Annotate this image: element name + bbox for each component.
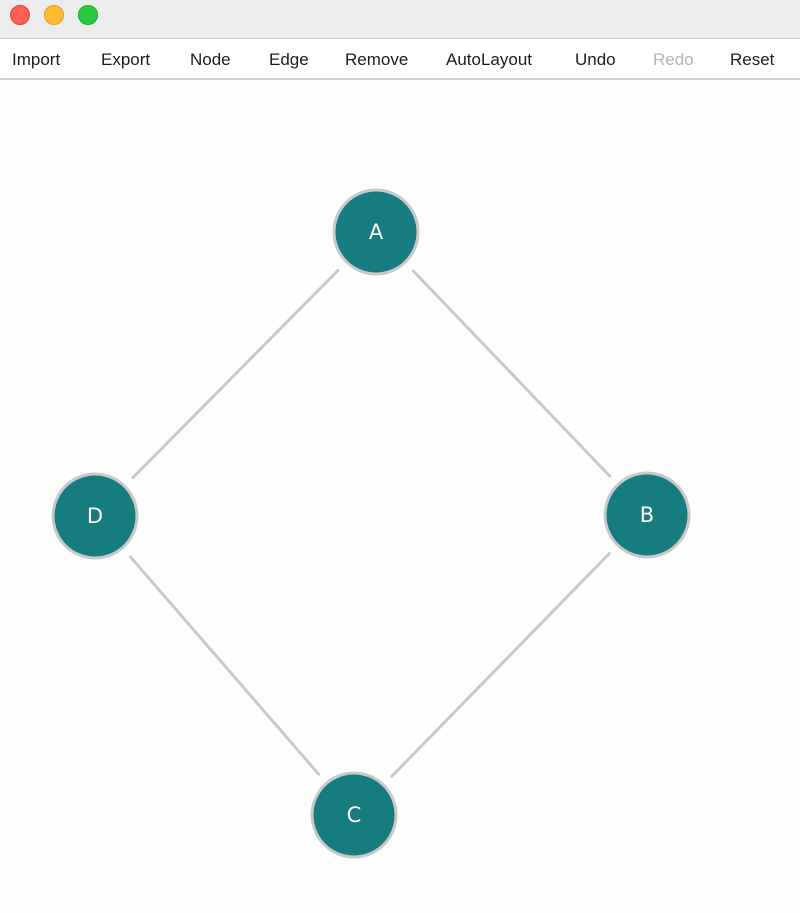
edge-d-a[interactable]	[131, 268, 340, 480]
autolayout-button[interactable]: AutoLayout	[446, 50, 533, 69]
node-label: B	[640, 503, 654, 527]
remove-button[interactable]: Remove	[345, 50, 409, 69]
close-window-button[interactable]	[10, 5, 30, 25]
toolbar: Import Export Node Edge Remove AutoLayou…	[0, 38, 800, 80]
graph-node-b[interactable]: B	[603, 471, 691, 559]
maximize-window-button[interactable]	[78, 5, 98, 25]
graph-canvas[interactable]: A B C D	[0, 80, 800, 913]
nodes-layer: A B C D	[51, 188, 691, 859]
edges-layer	[128, 268, 612, 778]
graph-svg[interactable]: A B C D	[0, 80, 800, 913]
redo-button: Redo	[653, 50, 694, 69]
node-button[interactable]: Node	[190, 50, 231, 69]
node-circle[interactable]	[332, 188, 420, 276]
node-label: A	[369, 220, 384, 244]
edge-a-b[interactable]	[411, 269, 612, 478]
graph-node-c[interactable]: C	[310, 771, 398, 859]
node-label: D	[87, 504, 103, 528]
reset-button[interactable]: Reset	[730, 50, 775, 69]
node-circle[interactable]	[310, 771, 398, 859]
edge-b-c[interactable]	[390, 552, 611, 778]
graph-node-a[interactable]: A	[332, 188, 420, 276]
edge-button[interactable]: Edge	[269, 50, 309, 69]
import-button[interactable]: Import	[12, 50, 61, 69]
minimize-window-button[interactable]	[44, 5, 64, 25]
node-circle[interactable]	[51, 472, 139, 560]
node-circle[interactable]	[603, 471, 691, 559]
graph-node-d[interactable]: D	[51, 472, 139, 560]
edge-c-d[interactable]	[128, 555, 321, 776]
node-label: C	[347, 803, 362, 827]
title-bar	[0, 0, 800, 38]
undo-button[interactable]: Undo	[575, 50, 616, 69]
export-button[interactable]: Export	[101, 50, 151, 69]
